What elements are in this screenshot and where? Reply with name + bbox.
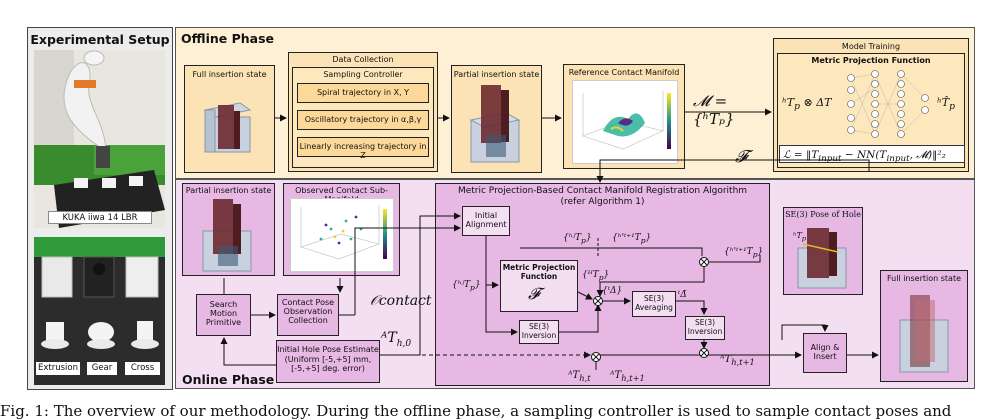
algorithm-subtitle: (refer Algorithm 1) bbox=[560, 197, 645, 207]
initial-alignment-box bbox=[462, 206, 510, 236]
math-label-ht1-right: {ʰ'ᵗ⁺¹Tp} bbox=[724, 247, 764, 259]
f-symbol-offline: 𝓕 bbox=[735, 147, 748, 167]
loss-equation: ℒ = ‖Tinput − NN(Tinput, 𝓜)‖²₂ bbox=[779, 145, 965, 164]
search-motion-box bbox=[196, 294, 251, 336]
reference-manifold-label: Reference Contact Manifold bbox=[568, 68, 680, 77]
metric-projection-training-label: Metric Projection Function bbox=[811, 56, 931, 65]
online-mpf-box bbox=[500, 260, 578, 312]
spiral-trajectory-box bbox=[297, 83, 429, 103]
parts-photo bbox=[34, 237, 165, 385]
reference-manifold-plot-icon bbox=[572, 80, 678, 164]
math-label-t-delta-bar: ᵗΔ̄ bbox=[678, 290, 687, 300]
online-mpf-label: Metric Projection Function bbox=[502, 263, 576, 281]
initial-hole-pose-label: Initial Hole Pose Estimate bbox=[277, 345, 379, 354]
se3-averaging-box bbox=[632, 291, 676, 317]
model-training-label: Model Training bbox=[841, 42, 901, 51]
online-partial-insertion-label: Partial insertion state bbox=[185, 186, 272, 195]
initial-pose-symbol: ᴬTh,0 bbox=[381, 330, 412, 349]
pose-of-hole-label: SE(3) Pose of Hole bbox=[785, 210, 861, 219]
oscillatory-trajectory-box bbox=[297, 110, 429, 130]
online-phase-title: Online Phase bbox=[182, 372, 275, 387]
linear-trajectory-box bbox=[297, 137, 429, 157]
se3-inversion2-box bbox=[685, 316, 725, 340]
training-output-expression: ʰT̂p bbox=[937, 96, 955, 113]
full-insertion-render-icon bbox=[200, 95, 255, 155]
se3-inversion-box bbox=[519, 320, 559, 344]
math-label-hj-left: {ʰʲTp} bbox=[452, 280, 481, 292]
part-label-extrusion: Extrusion bbox=[36, 362, 80, 375]
offline-full-insertion-label: Full insertion state bbox=[192, 70, 267, 79]
math-label-a-t-ht1-bottom: ᴬTh,t+1 bbox=[610, 370, 645, 383]
math-label-h-tp: {ᴴTp} bbox=[582, 270, 610, 282]
online-f-symbol: 𝓕 bbox=[528, 284, 540, 303]
math-label-htp1: {ʰ'ᵗ⁺¹Tp} bbox=[612, 233, 652, 245]
part-label-cross: Cross bbox=[125, 362, 160, 375]
math-label-t-delta: {ᵗΔ} bbox=[602, 286, 623, 296]
contact-pose-box bbox=[277, 294, 339, 336]
search-motion-label: Search Motion Primitive bbox=[205, 300, 242, 328]
se3-inversion2-label: SE(3) Inversion bbox=[687, 318, 723, 336]
figure-caption: Fig. 1: The overview of our methodology.… bbox=[0, 402, 952, 420]
algorithm-title: Metric Projection-Based Contact Manifold… bbox=[457, 186, 748, 196]
math-label-a-t-ht1: ᴬTh,t+1 bbox=[720, 354, 755, 367]
training-input-expression: ʰTp ⊗ ΔT bbox=[782, 96, 832, 113]
observed-submanifold-plot-icon bbox=[290, 198, 394, 272]
pose-of-hole-render-icon bbox=[793, 224, 853, 292]
offline-phase-title: Offline Phase bbox=[181, 31, 275, 46]
sampling-controller-label: Sampling Controller bbox=[323, 70, 403, 79]
math-label-hole-tp: ʰTp bbox=[793, 231, 807, 243]
manifold-set-equation: 𝓜 = {ʰTₚ} bbox=[693, 92, 735, 128]
se3-inversion-label: SE(3) Inversion bbox=[521, 322, 557, 340]
partial-insertion-render-icon bbox=[466, 80, 526, 165]
initial-hole-pose-box bbox=[276, 340, 380, 383]
math-label-a-t-ht: ᴬTh,t bbox=[568, 370, 591, 383]
data-collection-label: Data Collection bbox=[332, 55, 394, 64]
contact-pose-label: Contact Pose Observation Collection bbox=[281, 298, 335, 326]
robot-label: KUKA iiwa 14 LBR bbox=[48, 211, 152, 224]
oscillatory-trajectory-label: Oscillatory trajectory in α,β,γ bbox=[304, 115, 422, 124]
o-contact-symbol: 𝒪contact bbox=[370, 293, 432, 309]
online-partial-insertion-render-icon bbox=[198, 196, 258, 274]
math-label-hj-tp: {ʰʲTp} bbox=[563, 233, 592, 245]
experimental-setup-title: Experimental Setup bbox=[30, 32, 170, 47]
spiral-trajectory-label: Spiral trajectory in X, Y bbox=[316, 88, 410, 97]
initial-hole-pose-sublabel: (Uniform [-5,+5] mm, [-5,+5] deg. error) bbox=[284, 355, 372, 374]
align-insert-box bbox=[803, 333, 847, 373]
online-full-insertion-label: Full insertion state bbox=[886, 274, 962, 283]
initial-alignment-label: Initial Alignment bbox=[465, 211, 507, 230]
robot-photo bbox=[34, 50, 165, 228]
part-label-gear: Gear bbox=[87, 362, 117, 375]
neural-network-icon bbox=[845, 68, 931, 140]
linear-trajectory-label: Linearly increasing trajectory in Z bbox=[299, 142, 427, 161]
align-insert-label: Align & Insert bbox=[810, 343, 840, 362]
online-full-insertion-render-icon bbox=[895, 290, 955, 376]
offline-partial-insertion-label: Partial insertion state bbox=[453, 70, 540, 79]
se3-averaging-label: SE(3) Averaging bbox=[635, 294, 673, 312]
